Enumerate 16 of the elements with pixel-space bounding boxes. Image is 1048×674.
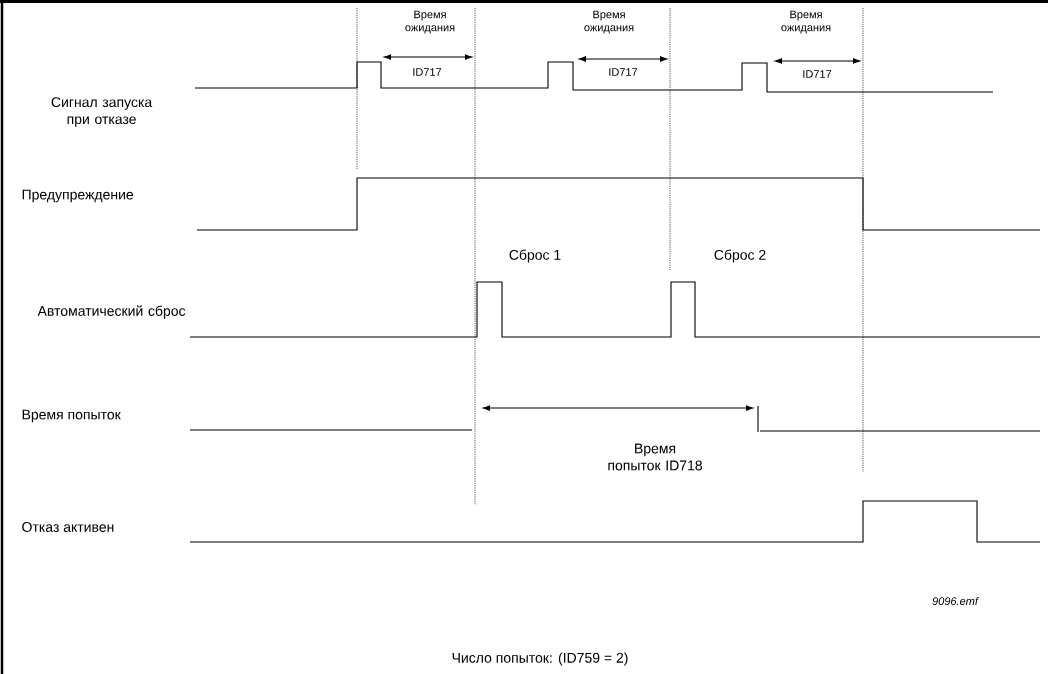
signal-label: Время попыток ID718 <box>608 443 702 471</box>
signal-label: Автоматический сброс <box>37 305 186 319</box>
signal-label: Время ожидания <box>781 10 831 34</box>
signal-label: Время ожидания <box>584 10 634 34</box>
signal-label: ID717 <box>803 70 832 78</box>
signal-label: Число попыток: (ID759 = 2) <box>452 652 628 666</box>
signal-label: Сброс 2 <box>714 249 766 263</box>
signal-label: Сброс 1 <box>509 249 561 263</box>
signal-label: ID717 <box>413 68 442 76</box>
signal-label: Предупреждение <box>22 189 134 203</box>
signal-label: 9096.emf <box>932 596 979 606</box>
signal-label: Отказ активен <box>22 522 114 532</box>
signal-label: Сигнал запуска при отказе <box>51 97 153 127</box>
signal-label: Время ожидания <box>405 10 455 34</box>
signal-label: Время попыток <box>22 409 121 423</box>
signal-label: ID717 <box>609 68 638 76</box>
